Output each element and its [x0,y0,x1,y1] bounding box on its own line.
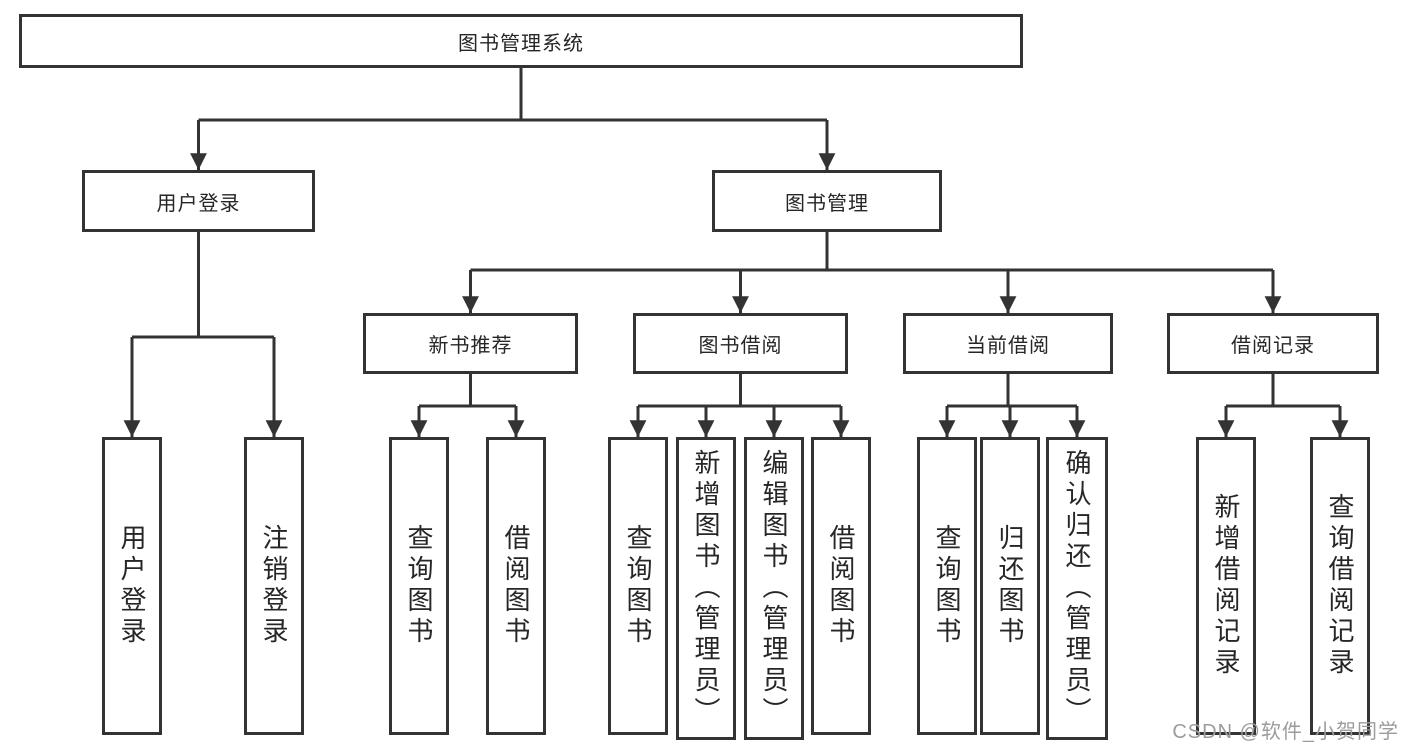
node-new-book-recommend: 新书推荐 [363,313,578,374]
node-root-system: 图书管理系统 [19,14,1023,68]
leaf-borrow-books-recommend: 借阅图书 [486,437,546,735]
node-book-management: 图书管理 [712,170,942,232]
node-current-borrow: 当前借阅 [903,313,1113,374]
leaf-query-borrow-record: 查询借阅记录 [1310,437,1370,735]
leaf-return-books: 归还图书 [980,437,1040,735]
leaf-edit-books-admin: 编辑图书（管理员） [744,437,804,740]
csdn-watermark: CSDN @软件_小贺同学 [1172,721,1399,743]
leaf-borrow-books-borrow: 借阅图书 [811,437,871,735]
node-borrow-records: 借阅记录 [1167,313,1379,374]
leaf-query-books-borrow: 查询图书 [608,437,668,735]
leaf-confirm-return-admin: 确认归还（管理员） [1046,437,1108,740]
leaf-add-borrow-record: 新增借阅记录 [1196,437,1256,735]
leaf-user-login: 用户登录 [102,437,162,735]
leaf-query-books-recommend: 查询图书 [389,437,449,735]
leaf-add-books-admin: 新增图书（管理员） [676,437,736,740]
node-book-borrow: 图书借阅 [633,313,848,374]
node-user-login: 用户登录 [82,170,315,232]
leaf-logout-login: 注销登录 [244,437,304,735]
leaf-query-books-current: 查询图书 [917,437,977,735]
